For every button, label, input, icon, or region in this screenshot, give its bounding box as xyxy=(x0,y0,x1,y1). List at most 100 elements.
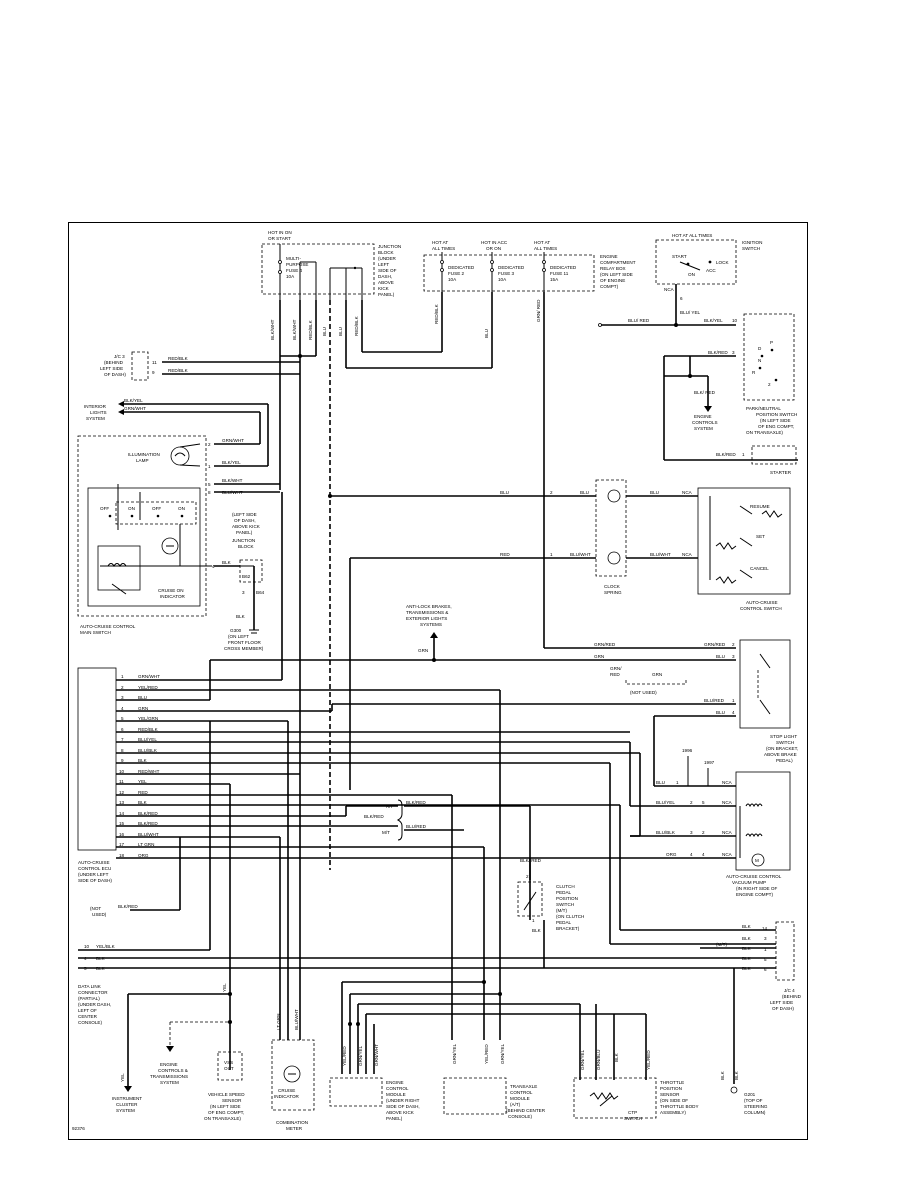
svg-text:CROSS MEMBER): CROSS MEMBER) xyxy=(224,646,264,651)
svg-text:PEDAL): PEDAL) xyxy=(776,758,793,763)
svg-text:SWITCH: SWITCH xyxy=(742,246,760,251)
svg-text:BLK/RED: BLK/RED xyxy=(716,452,736,457)
svg-text:10: 10 xyxy=(732,318,738,323)
svg-text:5: 5 xyxy=(764,957,767,962)
svg-text:3: 3 xyxy=(690,830,693,835)
svg-text:ENGINE: ENGINE xyxy=(694,414,712,419)
svg-text:SWITCH: SWITCH xyxy=(776,740,794,745)
svg-text:(UNDER LEFT: (UNDER LEFT xyxy=(78,872,109,877)
svg-text:THROTTLE: THROTTLE xyxy=(660,1080,684,1085)
svg-text:2: 2 xyxy=(550,490,553,495)
svg-text:BLK/YEL: BLK/YEL xyxy=(124,398,143,403)
bottom-left-systems: YEL INSTRUMENT CLUSTER SYSTEM ENGINE CON… xyxy=(112,983,245,1121)
svg-text:NCA: NCA xyxy=(664,287,675,292)
svg-text:LT GRN: LT GRN xyxy=(138,842,154,847)
svg-text:YEL: YEL xyxy=(222,983,227,992)
svg-text:9: 9 xyxy=(121,758,124,763)
svg-text:3: 3 xyxy=(732,350,735,355)
svg-text:STEERING: STEERING xyxy=(744,1104,768,1109)
svg-text:G201: G201 xyxy=(744,1092,756,1097)
svg-text:(NOT: (NOT xyxy=(90,906,101,911)
svg-text:ABOVE KICK: ABOVE KICK xyxy=(232,524,261,529)
svg-text:TRANSMISSIONS: TRANSMISSIONS xyxy=(150,1074,188,1079)
figure-id: 92376 xyxy=(72,1126,85,1131)
svg-text:1997: 1997 xyxy=(704,760,715,765)
svg-text:BLU/BLK: BLU/BLK xyxy=(656,830,676,835)
svg-text:(BEHIND CENTER: (BEHIND CENTER xyxy=(506,1108,546,1113)
svg-text:PURPOSE: PURPOSE xyxy=(286,262,308,267)
svg-text:BLU: BLU xyxy=(138,695,147,700)
svg-text:BLK: BLK xyxy=(742,924,752,929)
svg-text:(BEHIND: (BEHIND xyxy=(104,360,124,365)
svg-text:4: 4 xyxy=(702,852,705,857)
svg-text:5: 5 xyxy=(84,966,87,971)
engine-control-module: YEL/RED GRN/YEL GRN/WHT ENGINE CONTROL M… xyxy=(329,980,646,1121)
svg-text:1: 1 xyxy=(550,552,553,557)
ecu-wires: BLK/RED (NOT USED) xyxy=(90,492,654,1070)
svg-text:BLK: BLK xyxy=(138,800,148,805)
svg-text:2: 2 xyxy=(768,382,771,387)
svg-text:POSITION: POSITION xyxy=(556,896,578,901)
svg-text:14: 14 xyxy=(119,811,125,816)
cruise-ecu: AUTO-CRUISE CONTROL ECU (UNDER LEFT SIDE… xyxy=(77,667,117,883)
svg-text:(BEHIND: (BEHIND xyxy=(782,994,802,999)
svg-text:POSITION: POSITION xyxy=(660,1086,682,1091)
svg-text:ALL TIMES: ALL TIMES xyxy=(534,246,557,251)
svg-text:10: 10 xyxy=(84,944,90,949)
svg-text:10: 10 xyxy=(119,769,125,774)
svg-text:LEFT: LEFT xyxy=(378,262,389,267)
svg-text:4: 4 xyxy=(690,852,693,857)
svg-text:1: 1 xyxy=(742,452,745,457)
svg-text:GRN/YEL: GRN/YEL xyxy=(358,1045,363,1066)
svg-text:GRN/WHT: GRN/WHT xyxy=(138,674,160,679)
transaxle-control-module: GRN/YEL YEL/RED GRN/YEL TRANSAXLE CONTRO… xyxy=(443,1043,546,1119)
svg-text:CLUSTER: CLUSTER xyxy=(116,1102,138,1107)
svg-text:PEDAL: PEDAL xyxy=(556,920,572,925)
jc4: 14 BLK 3 BLK 1 BLK 5 BLK 6 BLK (M/T) J/C… xyxy=(78,921,802,1011)
svg-text:1: 1 xyxy=(732,698,735,703)
svg-text:BLOCK: BLOCK xyxy=(238,544,255,549)
svg-text:HOT IN ON: HOT IN ON xyxy=(268,230,292,235)
svg-text:D: D xyxy=(758,346,762,351)
svg-text:ENGINE: ENGINE xyxy=(386,1080,404,1085)
ignition-switch: HOT AT ALL TIMES IGNITION SWITCH START L… xyxy=(655,233,762,327)
svg-text:(M/T): (M/T) xyxy=(556,908,567,913)
svg-text:12: 12 xyxy=(119,790,125,795)
svg-text:BLK/WHT: BLK/WHT xyxy=(270,319,275,340)
svg-text:COMPT): COMPT) xyxy=(600,284,619,289)
svg-text:BLU/WHT: BLU/WHT xyxy=(650,552,671,557)
svg-text:ENGINE: ENGINE xyxy=(600,254,618,259)
svg-text:(IN LEFT SIDE: (IN LEFT SIDE xyxy=(760,418,791,423)
svg-text:BLU: BLU xyxy=(338,327,343,336)
ground-g201: BLK BLK G201 (TOP OF STEERING COLUMN) xyxy=(720,968,768,1115)
svg-text:USED): USED) xyxy=(92,912,107,917)
data-link-connector: 10 YEL/BLK 4 BLK 5 BLK DATA LINK CONNECT… xyxy=(78,721,289,1040)
svg-text:BLK/ RED: BLK/ RED xyxy=(694,390,716,395)
svg-text:PANEL): PANEL) xyxy=(386,1116,403,1121)
svg-text:COMPARTMENT: COMPARTMENT xyxy=(600,260,636,265)
svg-text:R: R xyxy=(752,370,756,375)
svg-text:INTERIOR: INTERIOR xyxy=(84,404,107,409)
svg-text:GRN/RED: GRN/RED xyxy=(704,642,726,647)
svg-text:(TOP OF: (TOP OF xyxy=(744,1098,763,1103)
svg-text:4: 4 xyxy=(732,710,735,715)
svg-text:YEL/BLK: YEL/BLK xyxy=(96,944,116,949)
svg-text:GRN: GRN xyxy=(138,706,148,711)
svg-text:LEFT SIDE: LEFT SIDE xyxy=(770,1000,793,1005)
svg-text:1: 1 xyxy=(208,464,211,469)
svg-text:BLK: BLK xyxy=(96,956,106,961)
svg-text:BLK: BLK xyxy=(742,936,752,941)
svg-text:ON TRANSAXLE): ON TRANSAXLE) xyxy=(746,430,783,435)
svg-text:YEL: YEL xyxy=(138,779,147,784)
svg-text:COMBINATION: COMBINATION xyxy=(276,1120,308,1125)
svg-text:NCA: NCA xyxy=(722,780,733,785)
svg-text:BLK: BLK xyxy=(734,1070,739,1080)
svg-text:GRN/YEL: GRN/YEL xyxy=(452,1043,457,1064)
svg-text:18: 18 xyxy=(119,853,125,858)
svg-text:J/C 3: J/C 3 xyxy=(114,354,125,359)
svg-text:YEL: YEL xyxy=(120,1073,125,1082)
svg-text:RED/BLK: RED/BLK xyxy=(308,319,313,340)
svg-text:CRUISE ON: CRUISE ON xyxy=(158,588,184,593)
svg-text:ACC: ACC xyxy=(706,268,716,273)
svg-text:9: 9 xyxy=(152,370,155,375)
